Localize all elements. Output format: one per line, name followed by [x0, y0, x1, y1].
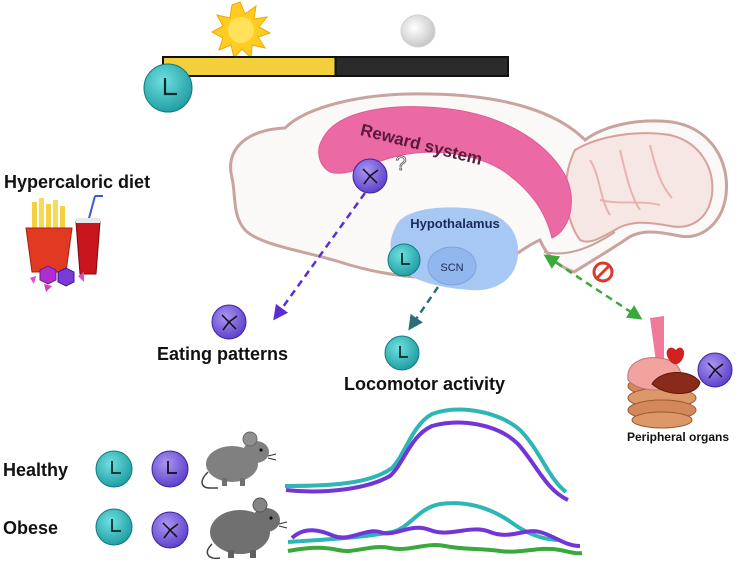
light-phase-bar: [162, 56, 337, 77]
disrupted-clock-icon: [352, 158, 388, 194]
healthy-teal-curve: [284, 407, 568, 494]
junk-food-icon: [25, 195, 103, 292]
clock-icon: [95, 508, 133, 546]
scn-label: SCN: [440, 262, 463, 274]
peripheral-organs-icon: [627, 316, 701, 429]
scn-region: [427, 246, 477, 286]
clock-icon: [697, 352, 733, 388]
obese-teal-curve: [287, 501, 561, 544]
obese-green-curve: [287, 543, 583, 556]
no-entry-icon: [592, 261, 614, 283]
mouse-icon: [201, 431, 277, 489]
clock-icon: [95, 450, 133, 488]
clock-icon: [387, 243, 421, 277]
arrow-scn-to-locomotor: [408, 286, 440, 331]
arrow-reward-to-eating: [273, 192, 367, 321]
clock-icon: [151, 450, 189, 488]
moon-icon: [400, 14, 436, 48]
clock-icon: [143, 63, 193, 113]
mouse-icon: [206, 497, 288, 560]
eating-patterns-label: Eating patterns: [157, 344, 288, 364]
obese-purple-curve: [290, 525, 581, 548]
healthy-label: Healthy: [3, 460, 68, 480]
arrow-brain-organs: [543, 254, 643, 320]
disrupted-clock-icon: [151, 511, 189, 549]
healthy-purple-curve: [285, 420, 569, 502]
light-dark-bar: [162, 56, 509, 77]
hypothalamus-label: Hypothalamus: [410, 216, 500, 231]
sun-icon: [210, 1, 272, 60]
obese-label: Obese: [3, 518, 58, 538]
question-mark: ?: [395, 153, 406, 175]
clock-icon: [384, 335, 420, 371]
activity-curves: [284, 407, 583, 556]
dark-phase-bar: [334, 56, 509, 77]
peripheral-organs-label: Peripheral organs: [627, 430, 729, 444]
clock-icon: [211, 304, 247, 340]
locomotor-activity-label: Locomotor activity: [344, 374, 505, 394]
hypothalamus: Hypothalamus SCN: [390, 207, 519, 291]
hypercaloric-diet-label: Hypercaloric diet: [4, 172, 150, 192]
